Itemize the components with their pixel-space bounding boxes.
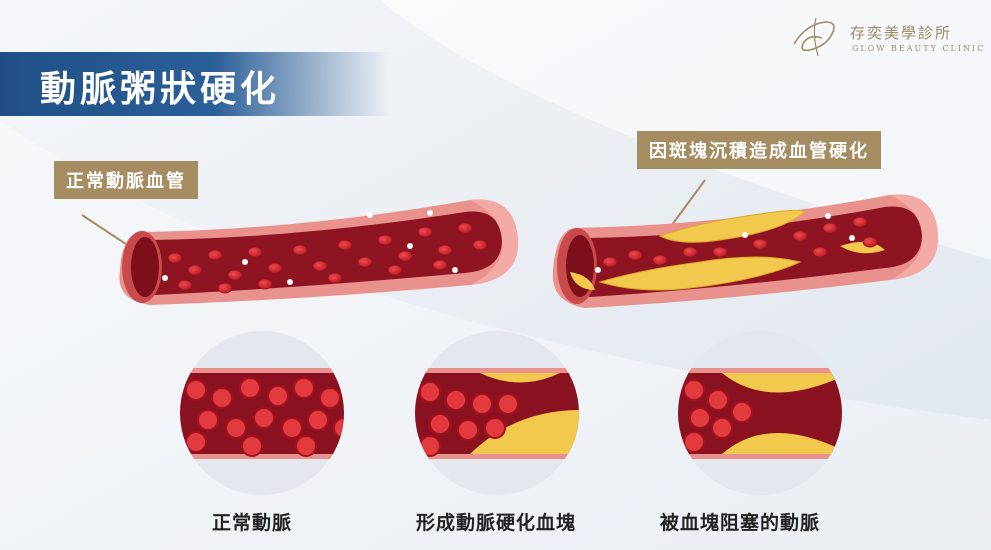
normal-vessel [119,199,519,305]
circle-label-forming: 形成動脈硬化血塊 [416,512,577,534]
label-plaque-vessel: 因斑塊沉積造成血管硬化 [637,131,881,169]
circle-label-blocked: 被血塊阻塞的動脈 [660,512,821,534]
clinic-name-zh: 存奕美學診所 [850,24,953,42]
circle-label-normal: 正常動脈 [212,512,293,534]
page-title: 動脈粥狀硬化 [40,69,281,110]
clinic-logo: 存奕美學診所 GLOW BEAUTY CLINIC [786,14,983,62]
circle-forming-plaque [415,331,579,495]
circle-blocked-artery [678,331,842,495]
title-band [0,52,390,116]
label-normal-vessel: 正常動脈血管 [54,161,198,199]
circle-normal-artery [180,331,344,495]
clinic-name-en: GLOW BEAUTY CLINIC [852,44,986,53]
swirl-logo-icon [793,17,835,57]
plaque-vessel [552,194,939,308]
